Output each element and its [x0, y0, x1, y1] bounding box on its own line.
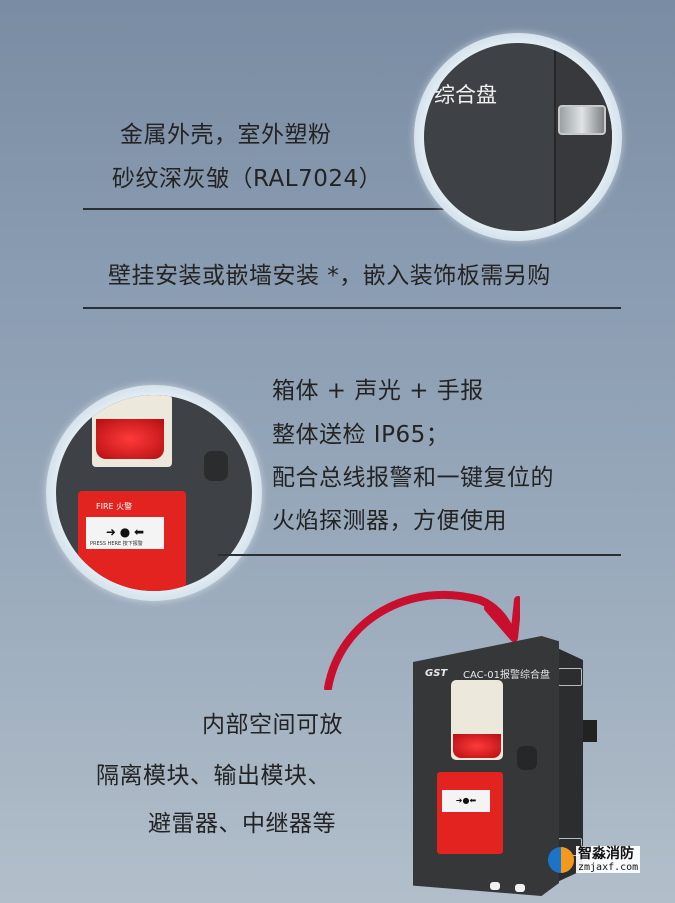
divider-3 [218, 554, 621, 556]
manual-call-point: FIRE 火警 ➜ ● ⬅ PRESS HERE 按下报警 [78, 491, 186, 591]
model-label: CAC-01报警综合盘 [463, 670, 550, 681]
cable-gland [204, 451, 228, 481]
brand-logo: GST [425, 668, 448, 679]
feature-1-line-1: 金属外壳，室外塑粉 [120, 122, 332, 148]
cable-entry [515, 884, 525, 892]
feature-3-line-3: 配合总线报警和一键复位的 [272, 465, 554, 491]
divider-2 [83, 307, 621, 309]
sounder-strobe [451, 680, 503, 760]
curved-arrow-icon [324, 590, 520, 690]
cable-entry [490, 882, 500, 890]
alarm-cabinet: GST CAC-01报警综合盘 ➜●⬅ [413, 636, 559, 896]
mount-bracket [583, 720, 597, 742]
watermark-title: 智淼消防 [578, 846, 634, 862]
latch-icon [558, 105, 606, 135]
watermark-logo-icon [548, 846, 574, 873]
feature-4-line-2: 隔离模块、输出模块、 [96, 763, 331, 789]
divider-1 [83, 208, 458, 210]
door-seam [554, 43, 556, 231]
alarm-devices-lens: FIRE 火警 ➜ ● ⬅ PRESS HERE 按下报警 [46, 385, 262, 601]
feature-4-line-3: 避雷器、中继器等 [148, 811, 336, 837]
watermark: 智淼消防 zmjaxf.com [548, 846, 641, 873]
latch-icon-top [558, 668, 582, 686]
strobe-lens [96, 419, 164, 459]
feature-3-line-4: 火焰探测器，方便使用 [272, 508, 507, 534]
latch-detail-lens: 综合盘 [414, 33, 622, 241]
feature-2-text: 壁挂安装或嵌墙安装 *，嵌入装饰板需另购 [108, 263, 551, 289]
cable-gland [517, 746, 537, 770]
press-arrows-icon: ➜ ● ⬅ [105, 525, 145, 539]
sounder-strobe [92, 395, 172, 467]
zoom-label: 综合盘 [434, 83, 497, 107]
feature-4-line-1: 内部空间可放 [202, 712, 343, 738]
feature-3-line-2: 整体送检 IP65； [272, 422, 450, 448]
feature-1-line-2: 砂纹深灰皱（RAL7024） [112, 166, 383, 192]
manual-call-point: ➜●⬅ [437, 772, 503, 854]
watermark-url: zmjaxf.com [578, 862, 639, 873]
feature-3-line-1: 箱体 + 声光 + 手报 [272, 378, 484, 404]
